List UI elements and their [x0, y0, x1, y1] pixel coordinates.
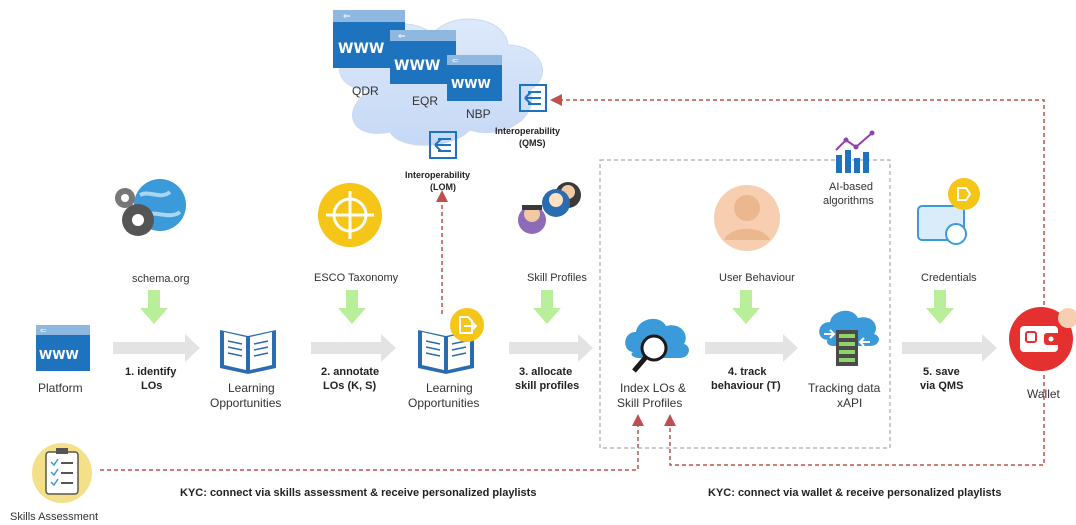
credentials-icon [917, 178, 980, 245]
platform-www-icon: ⇐ WWW [36, 325, 90, 371]
esco-target-icon [318, 183, 382, 247]
eqr-www-icon: ⇐ WWW [390, 30, 456, 84]
eqr-label: EQR [412, 94, 438, 108]
svg-text:⇐: ⇐ [452, 56, 459, 65]
index-line1: Index LOs & [620, 381, 686, 395]
wallet-icon [1009, 307, 1076, 371]
schema-label: schema.org [132, 273, 189, 285]
qdr-label: QDR [352, 84, 379, 98]
skills-assessment-icon [32, 443, 92, 503]
tracking-cloud-server-icon [819, 310, 879, 366]
step1-line2: LOs [141, 380, 162, 392]
platform-label: Platform [38, 381, 83, 395]
step1-line1: 1. identify [125, 366, 177, 378]
book-icon-1 [220, 330, 276, 374]
step2-line2: LOs (K, S) [323, 380, 377, 392]
interop-lom-line2: (LOM) [430, 182, 456, 192]
index-line2: Skill Profiles [617, 396, 682, 410]
green-arrow-skill [533, 290, 561, 324]
green-arrow-schema [140, 290, 168, 324]
learning1-line2: Opportunities [210, 396, 281, 410]
interop-qms-line2: (QMS) [519, 138, 546, 148]
green-arrow-esco [338, 290, 366, 324]
green-arrow-user [732, 290, 760, 324]
step3-line2: skill profiles [515, 380, 579, 392]
green-arrows [140, 290, 954, 324]
wallet-label: Wallet [1027, 387, 1061, 401]
connector-wallet-to-qms [550, 94, 1045, 305]
step4-line1: 4. track [728, 366, 767, 378]
export-badge-icon [450, 308, 484, 342]
nbp-label: NBP [466, 107, 491, 121]
tracking-line1: Tracking data [808, 381, 881, 395]
kyc-left-label: KYC: connect via skills assessment & rec… [180, 487, 536, 499]
step5-line1: 5. save [923, 366, 960, 378]
interoperability-qms-icon [519, 84, 547, 112]
learning1-line1: Learning [228, 381, 275, 395]
red-dashed-connectors [100, 94, 1045, 471]
credentials-label: Credentials [921, 272, 977, 284]
flow-arrow-2 [311, 334, 396, 362]
svg-text:⇐: ⇐ [343, 12, 351, 22]
nbp-www-icon: ⇐ WWW [447, 55, 502, 101]
skill-profiles-people-icon [518, 182, 581, 234]
schema-gear-globe-icon [115, 179, 186, 236]
user-avatar-icon [714, 185, 780, 251]
interop-lom-line1: Interoperability [405, 170, 470, 180]
flow-arrow-1 [113, 334, 200, 362]
interop-qms-line1: Interoperability [495, 126, 560, 136]
connector-assessment-to-index [100, 414, 644, 471]
step4-line2: behaviour (T) [711, 380, 781, 392]
flow-arrow-4 [705, 334, 798, 362]
skills-assessment-label: Skills Assessment [10, 511, 98, 523]
index-search-cloud-icon [625, 318, 689, 373]
user-behaviour-label: User Behaviour [719, 272, 795, 284]
ai-label-line1: AI-based [829, 181, 873, 193]
eqr-www-text: WWW [394, 58, 440, 74]
tracking-line2: xAPI [837, 396, 862, 410]
interoperability-lom-icon [429, 131, 457, 159]
step5-line2: via QMS [920, 380, 963, 392]
flow-arrow-3 [509, 334, 593, 362]
ai-label-line2: algorithms [823, 195, 874, 207]
kyc-right-label: KYC: connect via wallet & receive person… [708, 487, 1001, 499]
flow-arrows [113, 334, 997, 362]
green-arrow-credentials [926, 290, 954, 324]
qdr-www-text: WWW [338, 41, 384, 57]
flow-arrow-5 [902, 334, 997, 362]
esco-label: ESCO Taxonomy [314, 272, 399, 284]
nbp-www-text: WWW [451, 77, 491, 91]
connector-wallet-to-index [664, 375, 1045, 466]
learning2-line2: Opportunities [408, 396, 479, 410]
step2-line1: 2. annotate [321, 366, 379, 378]
ai-chart-icon [835, 130, 875, 173]
learning2-line1: Learning [426, 381, 473, 395]
skill-profiles-label: Skill Profiles [527, 272, 587, 284]
svg-text:⇐: ⇐ [398, 32, 406, 42]
svg-text:⇐: ⇐ [40, 326, 47, 335]
platform-www-text: WWW [39, 348, 79, 362]
step3-line1: 3. allocate [519, 366, 572, 378]
ai-process-boundary [599, 159, 891, 449]
